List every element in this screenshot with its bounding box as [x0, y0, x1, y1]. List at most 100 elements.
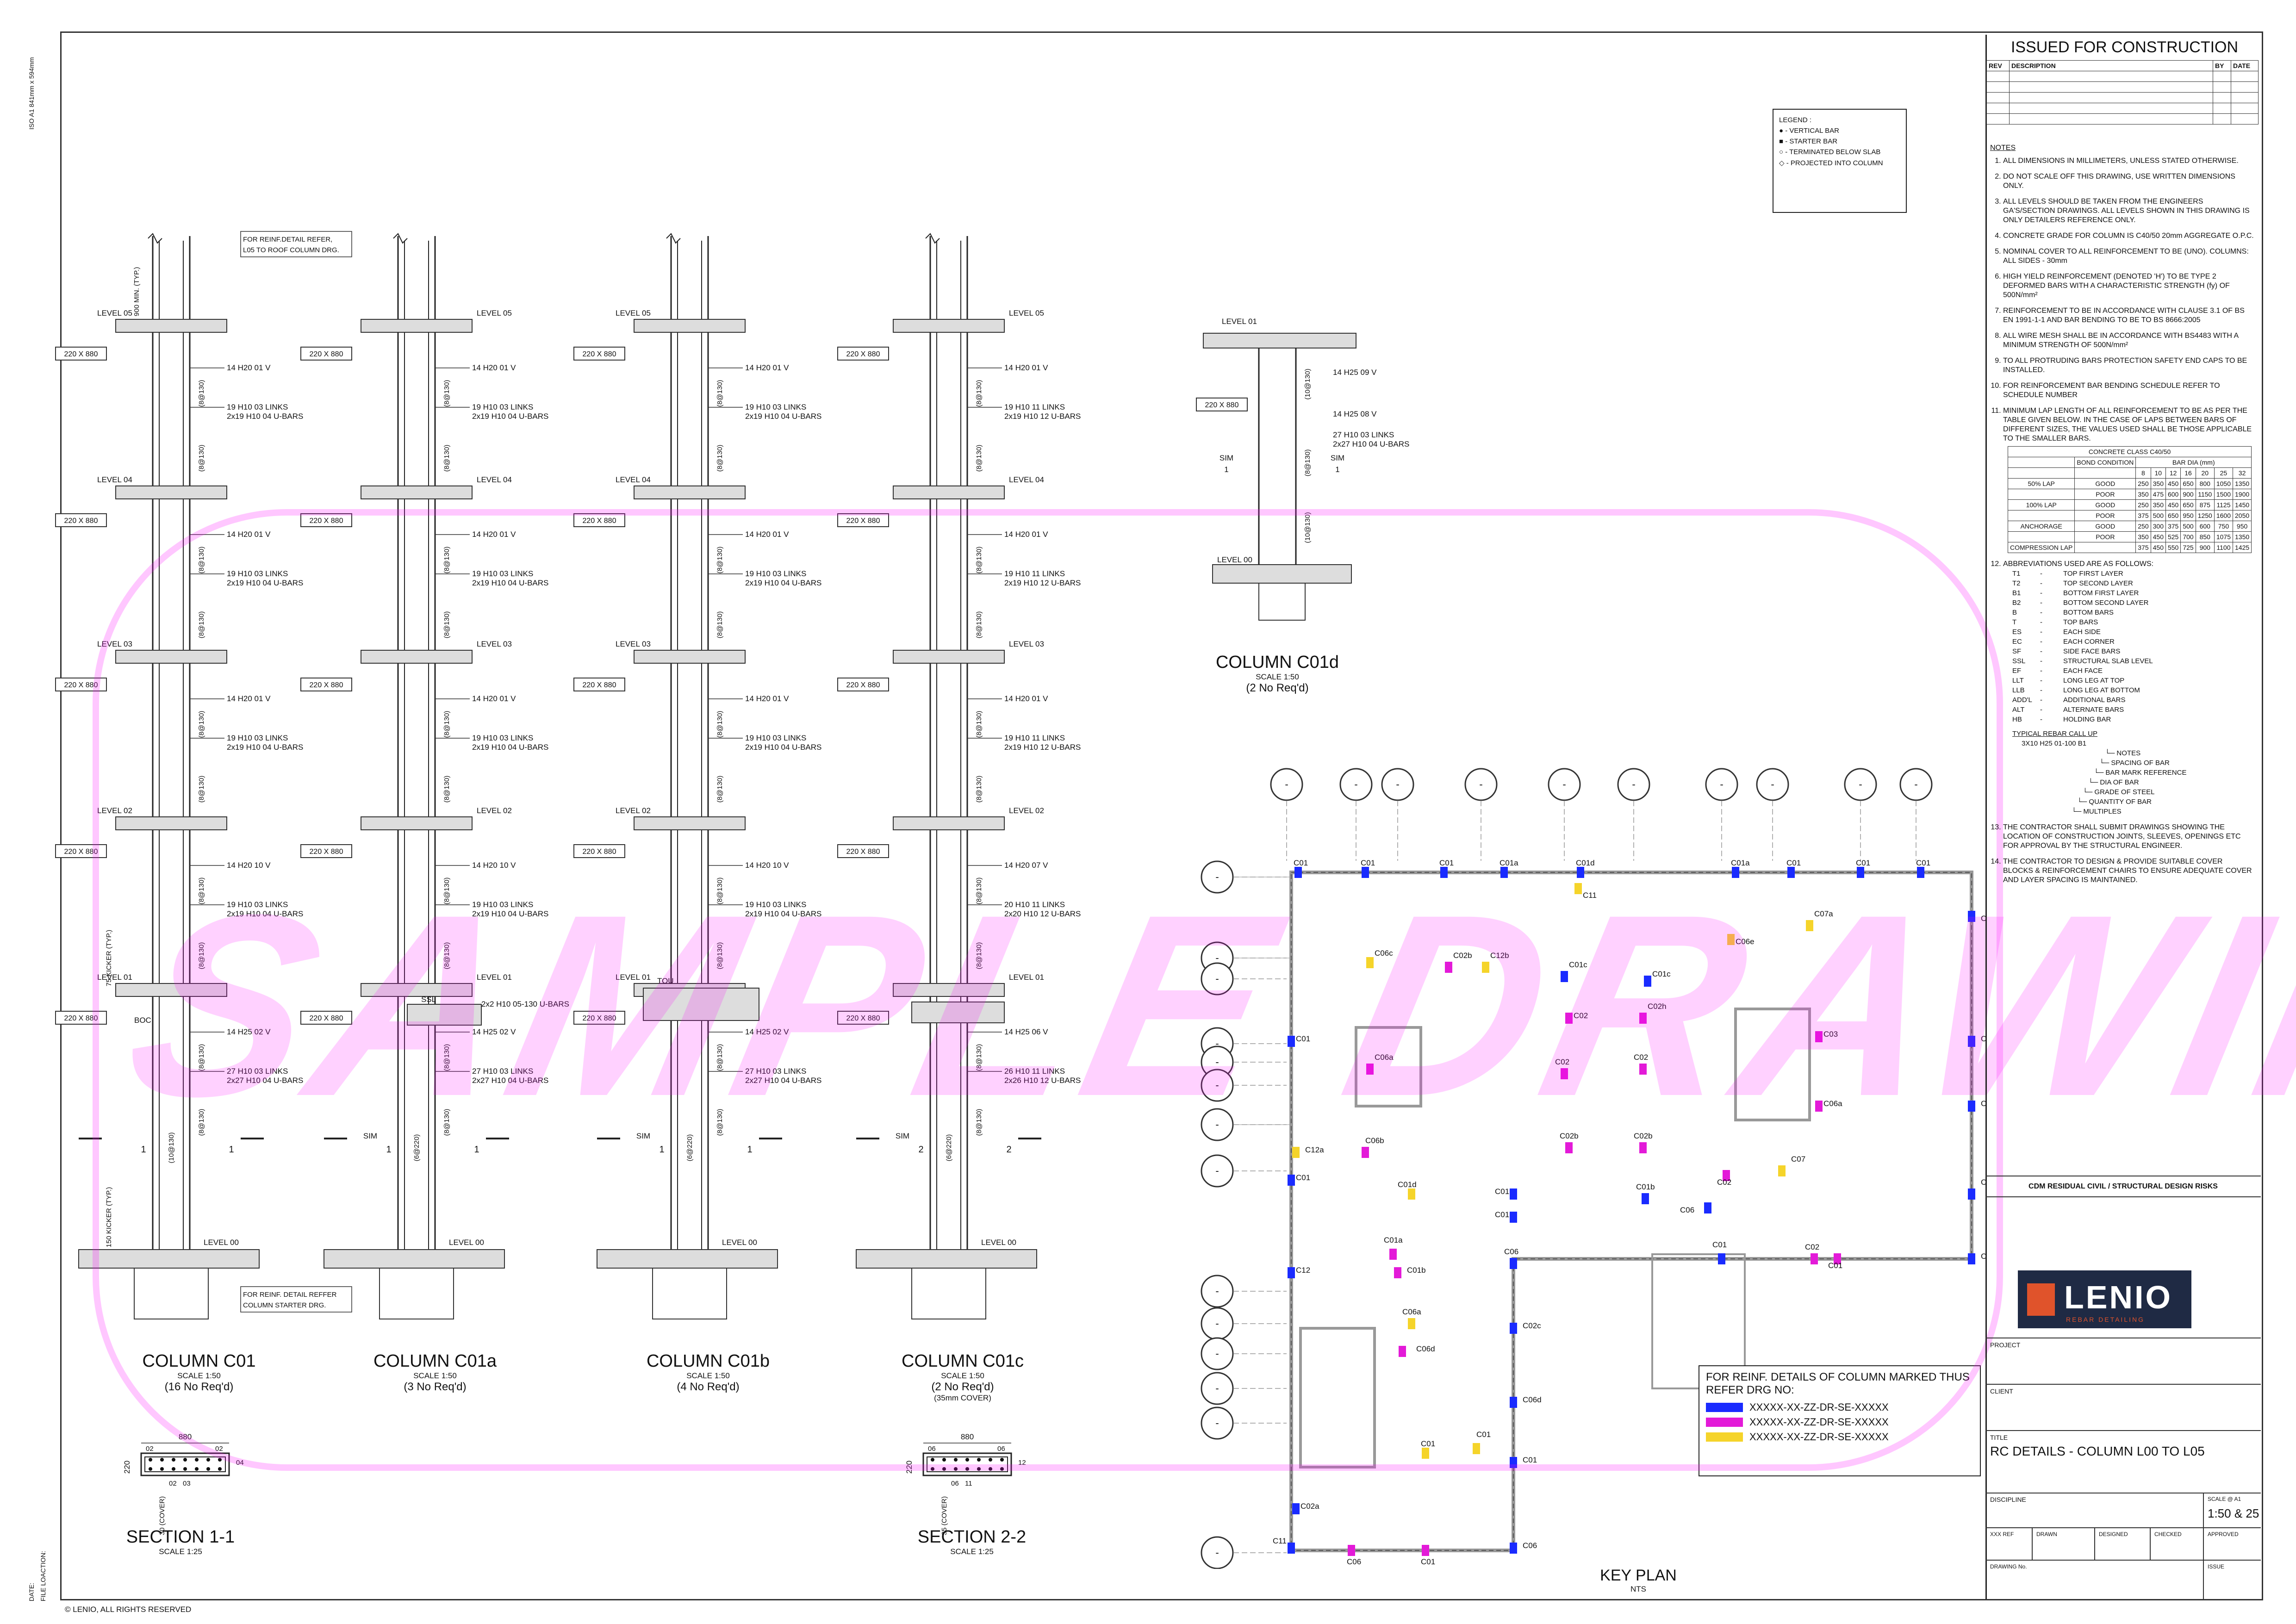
section-mark: 1 — [659, 1145, 664, 1155]
link-spacing-label: (8@130) — [975, 445, 983, 472]
bar-callout: 2x2 H10 05-130 U-BARS — [481, 1000, 569, 1008]
column-marker-label: C01 — [1712, 1240, 1727, 1249]
section-title: SECTION 2-2 — [917, 1527, 1027, 1547]
bar-callout: 2x19 H10 12 U-BARS — [1004, 743, 1081, 752]
grid-bubble — [1201, 1069, 1234, 1102]
column-qty: (2 No Req'd) — [931, 1381, 994, 1393]
drawing-title: RC DETAILS - COLUMN L00 TO L05 — [1990, 1444, 2205, 1458]
bar-callout: 2x27 H10 04 U-BARS — [745, 1076, 821, 1085]
break-line-icon — [925, 233, 940, 244]
divider — [2150, 1527, 2151, 1560]
column-marker-label: C06a — [1375, 1053, 1394, 1062]
bar-dot — [931, 1467, 934, 1471]
level-label: LEVEL 02 — [97, 806, 132, 815]
bar-callout: 14 H25 08 V — [1333, 410, 1377, 418]
link-spacing-label: (8@130) — [975, 380, 983, 407]
bar-dot — [149, 1458, 152, 1462]
bar-callout: 19 H10 11 LINKS — [1004, 403, 1065, 411]
column-size-label: 220 X 880 — [64, 517, 98, 525]
level-label: LEVEL 01 — [477, 973, 512, 982]
bar-dot — [1000, 1467, 1004, 1471]
grid-mark: - — [1771, 778, 1774, 790]
slab — [361, 816, 473, 830]
base-slab — [78, 1249, 260, 1269]
section-scale: SCALE 1:25 — [159, 1547, 202, 1556]
column-marker — [1815, 1101, 1823, 1112]
column-marker-label: C12b — [1490, 951, 1509, 960]
bar-dot — [195, 1467, 199, 1471]
column-marker — [1482, 962, 1489, 973]
bar-callout: 2x26 H10 12 U-BARS — [1004, 1076, 1081, 1085]
column-marker — [1445, 962, 1452, 973]
revision-table: REV DESCRIPTION BY DATE — [1986, 60, 2259, 124]
column-marker — [1718, 1253, 1725, 1264]
column-marker-label: C01 — [1296, 1034, 1310, 1043]
core-room — [1734, 1008, 1811, 1121]
link-spacing-label: (8@130) — [716, 611, 724, 639]
note-item: ALL DIMENSIONS IN MILLIMETERS, UNLESS ST… — [2003, 156, 2254, 166]
column-marker-label: C06 — [1680, 1206, 1694, 1214]
link-spacing-label: (8@130) — [443, 711, 451, 738]
grid-bubble — [1201, 1536, 1234, 1569]
logo-subtitle: REBAR DETAILING — [2066, 1316, 2145, 1323]
column-size-label: 220 X 880 — [310, 1014, 343, 1022]
bar-callout: 19 H10 03 LINKS — [745, 569, 806, 578]
column-marker — [1811, 1253, 1818, 1264]
column-title: COLUMN C01b — [646, 1351, 770, 1371]
bar-dot — [160, 1458, 164, 1462]
column-marker — [1968, 1188, 1975, 1200]
issue-label: ISSUE — [2208, 1563, 2225, 1570]
column-marker-label: C12 — [1981, 1178, 1985, 1187]
bar-callout: 2x19 H10 04 U-BARS — [227, 909, 303, 918]
grid-mark: - — [1215, 1056, 1219, 1068]
roof-ref-note: L05 TO ROOF COLUMN DRG. — [243, 246, 339, 254]
level-label: LEVEL 05 — [477, 309, 512, 317]
column-marker — [1510, 1457, 1517, 1468]
bar-callout: 14 H20 07 V — [1004, 861, 1048, 870]
link-spacing-label: (8@130) — [716, 877, 724, 905]
column-marker-label: C01 — [1294, 859, 1308, 867]
divider — [1985, 1196, 2261, 1197]
issue-status: ISSUED FOR CONSTRUCTION — [2010, 38, 2239, 56]
company-logo: LENIO REBAR DETAILING — [2018, 1270, 2191, 1328]
column-qty: (4 No Req'd) — [677, 1381, 740, 1393]
bar-callout: 2x19 H10 12 U-BARS — [1004, 579, 1081, 587]
column-marker — [1815, 1031, 1823, 1042]
key-plan-scale: NTS — [1630, 1585, 1646, 1593]
column-marker — [1510, 1258, 1517, 1269]
column-marker-label: C02a — [1300, 1502, 1319, 1511]
link-spacing-label: (8@130) — [716, 776, 724, 803]
bar-callout: 14 H20 10 V — [472, 861, 516, 870]
slab — [115, 319, 227, 333]
section-height-dim: 220 — [123, 1461, 131, 1474]
bar-callout: 2x19 H10 04 U-BARS — [472, 412, 548, 421]
bar-callout: 27 H10 03 LINKS — [745, 1067, 806, 1076]
grid-mark: - — [1215, 1038, 1219, 1049]
column-size-label: 220 X 880 — [583, 1014, 616, 1022]
divider — [1985, 1430, 2261, 1431]
note-item: MINIMUM LAP LENGTH OF ALL REINFORCEMENT … — [2003, 406, 2254, 553]
rev-header: DESCRIPTION — [2009, 60, 2213, 71]
bar-callout: 2x19 H10 04 U-BARS — [227, 743, 303, 752]
divider — [1985, 1384, 2261, 1385]
column-size-label: 220 X 880 — [583, 350, 616, 358]
column-size-label: 220 X 880 — [310, 848, 343, 856]
bar-callout: 14 H20 01 V — [1004, 530, 1048, 539]
column-marker-label: C02 — [1717, 1178, 1731, 1187]
column-marker-label: C01 — [1786, 859, 1801, 867]
slab — [1203, 333, 1356, 348]
link-spacing-label: (8@130) — [198, 380, 205, 407]
section-mark: 1 — [386, 1145, 391, 1155]
link-spacing-label: (8@130) — [716, 1109, 724, 1136]
column-marker-label: C01d — [1398, 1180, 1417, 1189]
bar-callout: 14 H20 10 V — [227, 861, 271, 870]
rev-header: DATE — [2231, 60, 2259, 71]
logo-mark-icon — [2027, 1283, 2055, 1316]
column-marker — [1639, 1064, 1647, 1075]
bar-dot — [206, 1458, 210, 1462]
column-marker — [1917, 867, 1924, 878]
bar-callout: 19 H10 03 LINKS — [472, 900, 533, 909]
bar-mark: 02 — [169, 1480, 177, 1487]
link-spacing-label: (8@130) — [443, 611, 451, 639]
